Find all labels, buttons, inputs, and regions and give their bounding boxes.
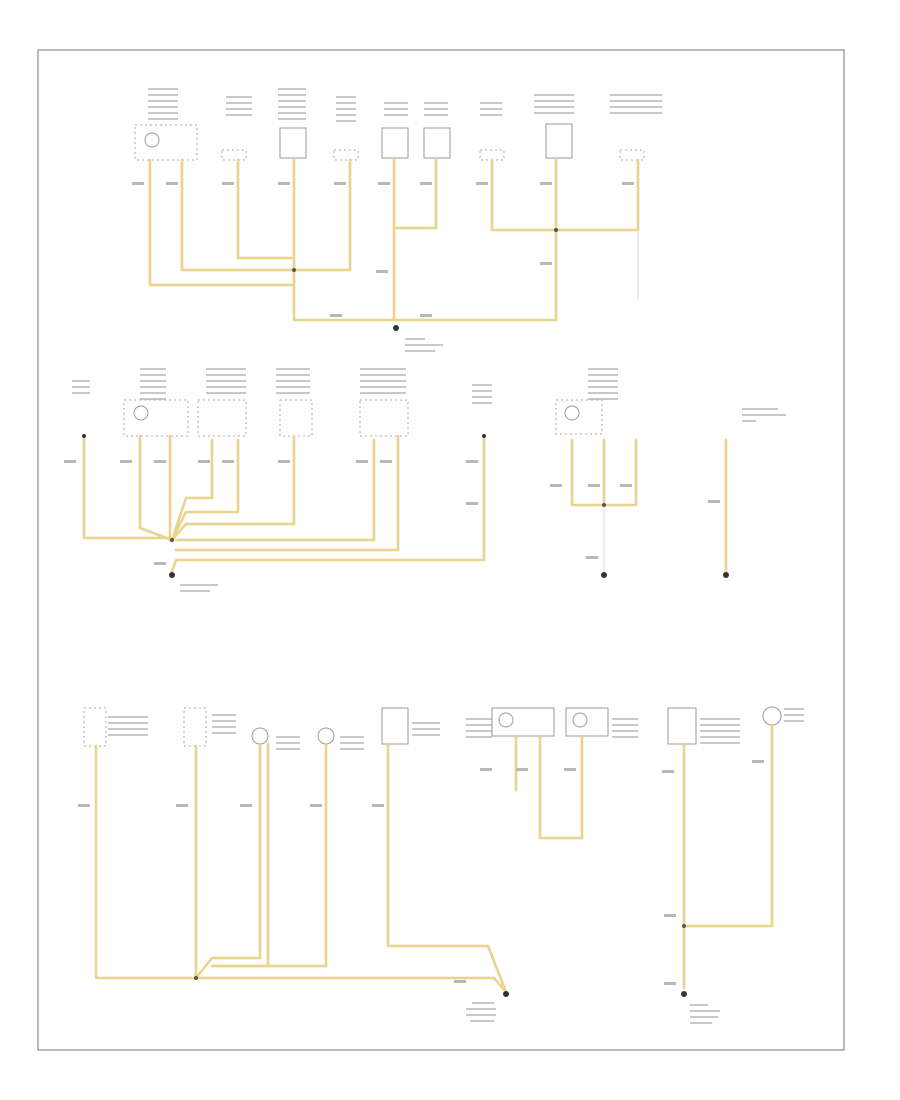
component-box-icon bbox=[279, 399, 313, 437]
section-bottom bbox=[78, 706, 804, 1024]
top-wires bbox=[148, 156, 640, 322]
component-box-icon bbox=[197, 399, 247, 437]
component-box-icon bbox=[491, 707, 555, 737]
component-box-icon bbox=[555, 399, 603, 435]
bottom-component-labels bbox=[108, 708, 804, 750]
ground-terminal-icon bbox=[393, 325, 399, 331]
section-top bbox=[132, 88, 662, 352]
component-box-icon bbox=[123, 399, 189, 437]
splice-junction bbox=[170, 538, 174, 542]
middle-wires bbox=[82, 434, 728, 574]
ground-terminal-icon bbox=[723, 572, 729, 578]
component-box-icon bbox=[667, 707, 697, 745]
splice-junction bbox=[602, 503, 606, 507]
bottom-components bbox=[83, 706, 782, 747]
ground-label-g2 bbox=[180, 584, 218, 592]
middle-components bbox=[123, 399, 603, 437]
top-components bbox=[134, 123, 645, 161]
middle-wire-tags bbox=[64, 460, 720, 565]
splice-junction bbox=[194, 976, 198, 980]
lamp-icon bbox=[317, 727, 335, 745]
lamp-icon bbox=[564, 405, 580, 421]
splice-junction bbox=[554, 228, 558, 232]
lamp-icon bbox=[133, 405, 149, 421]
splice-junction bbox=[292, 268, 296, 272]
component-box-icon bbox=[381, 707, 409, 745]
top-wire-tags bbox=[132, 182, 634, 317]
ground-terminal-icon bbox=[503, 991, 509, 997]
lamp-icon bbox=[572, 712, 588, 728]
component-box-icon bbox=[423, 127, 451, 159]
lamp-icon bbox=[498, 712, 514, 728]
lamp-icon bbox=[251, 727, 269, 745]
component-box-icon bbox=[333, 149, 359, 161]
ground-terminal-icon bbox=[681, 991, 687, 997]
component-box-icon bbox=[279, 127, 307, 159]
component-box-icon bbox=[381, 127, 409, 159]
component-box-icon bbox=[545, 123, 573, 159]
component-box-icon bbox=[83, 707, 107, 747]
component-box-icon bbox=[619, 149, 645, 161]
ground-label-g1 bbox=[405, 338, 443, 352]
ground-label-g4 bbox=[690, 1004, 720, 1024]
section-middle bbox=[64, 368, 786, 592]
ground-terminal-icon bbox=[601, 572, 607, 578]
component-box-icon bbox=[359, 399, 409, 437]
top-component-labels bbox=[148, 88, 662, 122]
component-box-icon bbox=[134, 124, 198, 161]
ground-terminal-icon bbox=[82, 434, 86, 438]
diagram-frame bbox=[37, 49, 845, 1051]
ground-terminal-icon bbox=[482, 434, 486, 438]
component-box-icon bbox=[221, 149, 247, 161]
lamp-icon bbox=[144, 132, 160, 148]
ground-label-g3 bbox=[466, 1002, 496, 1022]
bottom-wire-tags bbox=[78, 760, 764, 985]
lamp-icon bbox=[762, 706, 782, 726]
component-box-icon bbox=[479, 149, 505, 161]
ground-terminal-icon bbox=[169, 572, 175, 578]
middle-component-labels bbox=[72, 368, 786, 422]
splice-junction bbox=[682, 924, 686, 928]
component-box-icon bbox=[183, 707, 207, 747]
bottom-wires bbox=[94, 723, 774, 994]
